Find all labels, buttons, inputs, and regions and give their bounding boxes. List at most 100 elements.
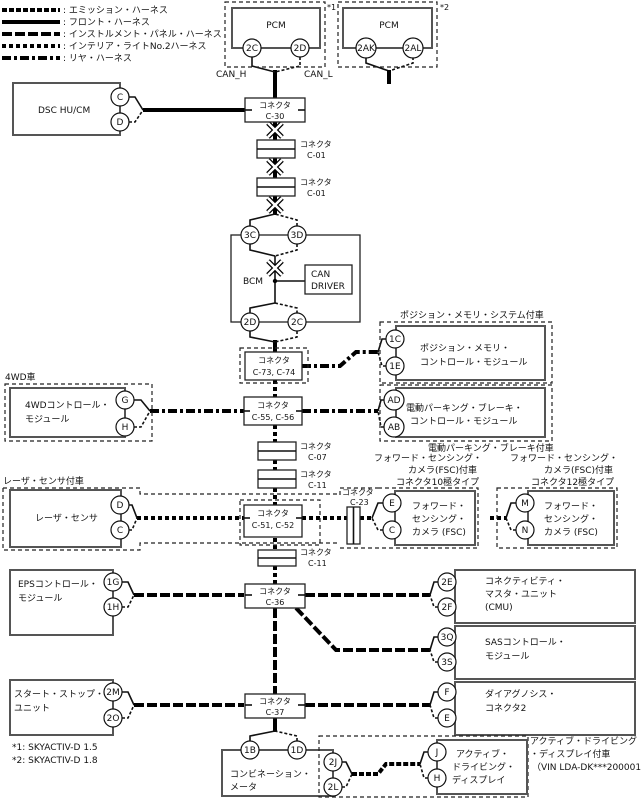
svg-text:ディスプレイ: ディスプレイ: [452, 774, 505, 786]
svg-text:C: C: [117, 526, 123, 536]
legend: : エミッション・ハーネス : フロント・ハーネス : インストルメント・パネル…: [2, 5, 222, 64]
footnote: *2: SKYACTIV-D 1.8: [12, 756, 98, 766]
svg-text:N: N: [522, 526, 529, 536]
svg-text:マスタ・ユニット: マスタ・ユニット: [485, 589, 557, 600]
svg-text:ドライビング・: ドライビング・: [452, 761, 515, 773]
svg-text:コネクタ: コネクタ: [342, 488, 374, 497]
svg-text:CAN: CAN: [311, 270, 330, 280]
connector-c36: コネクタ C-36: [244, 583, 306, 609]
svg-text:センシング・: センシング・: [412, 513, 466, 525]
electric-parking-brake-module: 電動パーキング・ブレーキ・ コントロール・モジュール AD AB 電動パーキング…: [379, 384, 554, 454]
svg-text:2F: 2F: [442, 603, 453, 613]
svg-text:コンビネーション・: コンビネーション・: [230, 769, 311, 780]
condition-label: フォワード・センシング・: [510, 452, 618, 464]
svg-text:H: H: [434, 774, 441, 784]
svg-text:C-23: C-23: [350, 498, 369, 507]
svg-text:コネクティビティ・: コネクティビティ・: [485, 576, 565, 587]
svg-text:2M: 2M: [106, 688, 120, 698]
footnote-marker: *1: [327, 3, 336, 12]
legend-label: : リヤ・ハーネス: [63, 53, 132, 64]
condition-label: （VIN LDA-DK***200001-）: [532, 762, 641, 773]
connectivity-master-unit: コネクティビティ・ マスタ・ユニット (CMU) 2E 2F: [437, 569, 636, 624]
combination-meter: コンビネーション・ メータ 1B 1D 2J 2L: [221, 740, 343, 797]
svg-text:コントロール・モジュール: コントロール・モジュール: [420, 358, 527, 368]
eps-control-module: EPSコントロール・ モジュール 1G 1H: [9, 569, 123, 636]
fsc-camera-10pin: フォワード・ センシング・ カメラ (FSC) E C: [339, 487, 479, 549]
diagnosis-connector-2: ダイアグノシス・ コネクタ2 F E: [437, 681, 636, 736]
connector-c55-c56: コネクタ C-55, C-56: [243, 396, 303, 426]
svg-text:AD: AD: [387, 396, 400, 406]
connector-c23: コネクタ C-23: [342, 488, 374, 545]
svg-text:スタート・ストップ・: スタート・ストップ・: [14, 689, 104, 700]
can-l-label: CAN_L: [304, 70, 333, 80]
svg-text:コネクタ: コネクタ: [259, 587, 291, 596]
svg-text:コネクタ: コネクタ: [259, 697, 291, 706]
svg-text:(CMU): (CMU): [485, 603, 513, 613]
svg-text:C-73, C-74: C-73, C-74: [253, 368, 295, 377]
footnote-marker: *2: [440, 3, 449, 12]
svg-text:1B: 1B: [244, 746, 256, 756]
svg-text:C-01: C-01: [307, 189, 326, 198]
svg-text:J: J: [435, 748, 439, 758]
svg-text:3C: 3C: [244, 231, 256, 241]
connector-c37: コネクタ C-37: [244, 693, 306, 719]
svg-text:2D: 2D: [294, 44, 307, 54]
legend-label: : インテリア・ライトNo.2ハーネス: [63, 41, 207, 52]
condition-label: コネクタ12極タイプ: [531, 476, 614, 488]
svg-text:H: H: [122, 423, 129, 433]
can-driver: [304, 264, 353, 295]
svg-text:C-36: C-36: [266, 598, 285, 607]
pcm-module-1: PCM *1 2C 2D CAN_H CAN_L: [216, 1, 336, 80]
svg-text:D: D: [117, 501, 124, 511]
svg-text:F: F: [444, 688, 449, 698]
svg-text:2L: 2L: [328, 783, 339, 793]
legend-label: : エミッション・ハーネス: [63, 5, 168, 16]
svg-text:1H: 1H: [107, 603, 120, 613]
svg-text:フォワード・: フォワード・: [412, 502, 466, 512]
svg-text:コネクタ: コネクタ: [258, 356, 290, 365]
legend-label: : フロント・ハーネス: [63, 17, 150, 28]
svg-text:レーザ・センサ: レーザ・センサ: [35, 513, 98, 524]
condition-label: アクティブ・ドライビング: [530, 735, 637, 747]
connector-c11-b: コネクタ C-11: [257, 548, 332, 568]
svg-text:コネクタ: コネクタ: [300, 442, 332, 451]
condition-label: コネクタ10極タイプ: [396, 476, 479, 488]
svg-text:1D: 1D: [291, 746, 304, 756]
svg-text:3S: 3S: [441, 658, 453, 668]
condition-label: 電動パーキング・ブレーキ付車: [428, 442, 554, 454]
svg-text:C-11: C-11: [308, 559, 327, 568]
condition-label: 4WD車: [5, 371, 36, 383]
svg-text:コネクタ2: コネクタ2: [485, 703, 526, 714]
pcm-module-2: PCM *2 2AK 2AL: [337, 1, 449, 68]
svg-text:C-51, C-52: C-51, C-52: [252, 521, 294, 530]
sas-control-module: SASコントロール・ モジュール 3Q 3S: [437, 625, 636, 680]
svg-text:コネクタ: コネクタ: [300, 140, 332, 149]
connector-c51-c52: コネクタ C-51, C-52: [239, 499, 321, 546]
svg-text:4WDコントロール・: 4WDコントロール・: [25, 401, 110, 411]
svg-text:C: C: [117, 93, 123, 103]
connector-c11-a: コネクタ C-11: [257, 469, 332, 490]
svg-text:2J: 2J: [329, 758, 337, 768]
svg-text:C-37: C-37: [266, 708, 285, 717]
svg-text:メータ: メータ: [230, 782, 257, 793]
svg-text:コネクタ: コネクタ: [259, 101, 291, 110]
svg-text:3Q: 3Q: [441, 633, 454, 643]
svg-text:カメラ (FSC): カメラ (FSC): [544, 527, 598, 538]
svg-text:モジュール: モジュール: [25, 415, 69, 425]
svg-text:E: E: [444, 714, 450, 724]
pin-2c: [242, 38, 262, 58]
svg-text:センシング・: センシング・: [544, 513, 598, 525]
condition-label: ・ディスプレイ付車: [530, 748, 610, 760]
svg-text:C-55, C-56: C-55, C-56: [252, 413, 294, 422]
condition-label: ポジション・メモリ・システム付車: [400, 309, 544, 321]
module-name: BCM: [243, 277, 263, 287]
can-h-label: CAN_H: [216, 70, 246, 80]
svg-text:電動パーキング・ブレーキ・: 電動パーキング・ブレーキ・: [406, 402, 523, 414]
module-name: DSC HU/CM: [38, 106, 90, 116]
svg-text:ポジション・メモリ・: ポジション・メモリ・: [420, 343, 510, 354]
connector-c01-a: コネクタ C-01: [256, 139, 332, 160]
svg-text:C: C: [389, 526, 395, 536]
svg-text:D: D: [117, 118, 124, 128]
svg-text:カメラ (FSC): カメラ (FSC): [412, 527, 466, 538]
laser-sensor-module: レーザ・センサ付車 レーザ・センサ D C: [2, 475, 340, 551]
